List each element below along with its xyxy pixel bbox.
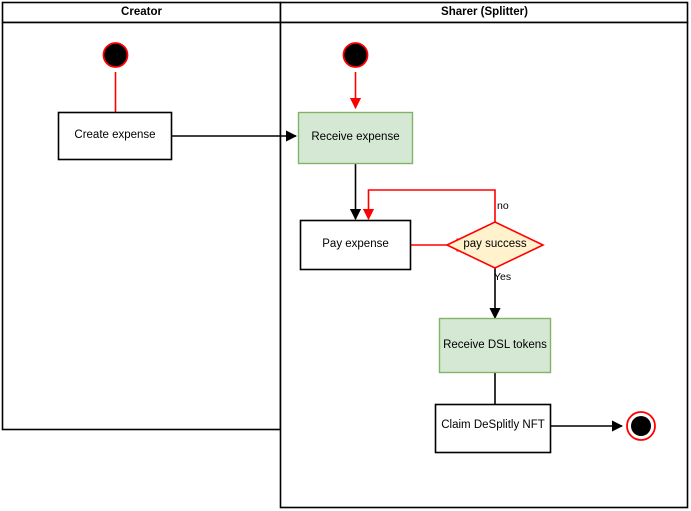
edge-label-yes: Yes xyxy=(494,271,512,283)
edge-pay-success-no-loop-to-pay-expense xyxy=(362,189,496,222)
end-node-sharer[interactable] xyxy=(626,411,656,441)
lane-title-sharer: Sharer (Splitter) xyxy=(441,6,528,18)
node-create-expense-shape[interactable] xyxy=(57,111,173,161)
lane-title-creator: Creator xyxy=(121,6,162,18)
node-label-pay-success: pay success xyxy=(463,238,527,250)
node-label-receive-expense: Receive expense xyxy=(311,131,400,143)
node-label-claim-nft: Claim DeSplitly NFT xyxy=(441,419,545,431)
node-label-receive-dsl-tokens: Receive DSL tokens xyxy=(443,339,547,351)
node-receive-dsl-tokens-shape[interactable] xyxy=(438,317,552,374)
node-label-pay-expense: Pay expense xyxy=(322,238,389,250)
node-pay-success-shape[interactable] xyxy=(445,221,545,269)
node-pay-expense-shape[interactable] xyxy=(299,219,412,271)
swimlane-creator xyxy=(1,1,282,431)
node-receive-expense-shape[interactable] xyxy=(297,111,414,165)
node-claim-nft-shape[interactable] xyxy=(434,403,552,454)
start-node-sharer[interactable] xyxy=(342,42,369,68)
start-node-creator[interactable] xyxy=(102,42,129,68)
node-label-create-expense: Create expense xyxy=(74,129,156,141)
edge-label-no: no xyxy=(497,200,509,212)
